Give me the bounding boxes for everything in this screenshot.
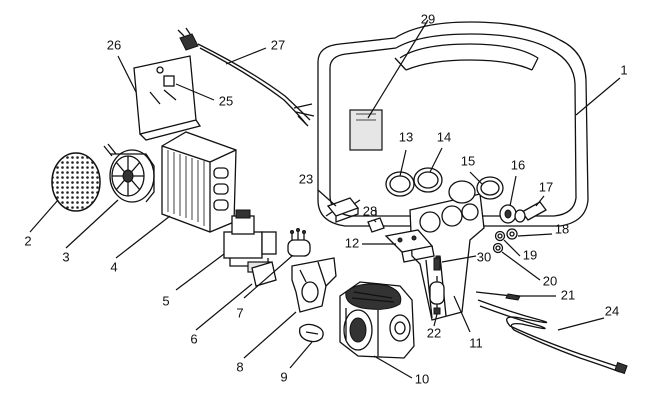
condenser-coil: [161, 131, 237, 233]
switch-plate: [384, 229, 435, 263]
housing-cover: [317, 21, 589, 227]
pressure-switch: [325, 197, 361, 223]
callout-19: 19: [523, 247, 537, 262]
callout-5: 5: [162, 293, 169, 308]
indicator-strip: [433, 257, 441, 271]
callout-labels: 1 2 3 4 5 6 7 8 9 10 11 12 13 14 15 16 1…: [24, 11, 627, 386]
callout-29: 29: [421, 11, 435, 26]
pressure-gauge-low: [385, 171, 415, 197]
pressure-gauge-high: [413, 167, 443, 193]
callout-18: 18: [555, 221, 569, 236]
callout-4: 4: [110, 259, 117, 274]
mounting-clip: [298, 323, 324, 343]
callout-12: 12: [345, 235, 359, 250]
callout-30: 30: [477, 249, 491, 264]
callout-15: 15: [461, 153, 475, 168]
bracket-plate: [133, 55, 202, 141]
leader-lines: [29, 19, 621, 379]
motor-mount-bracket: [291, 257, 337, 313]
callout-17: 17: [539, 179, 553, 194]
bracket-switch: [163, 75, 175, 87]
callout-2: 2: [24, 233, 31, 248]
capacitor: [287, 228, 311, 257]
callout-28: 28: [363, 203, 377, 218]
callout-11: 11: [469, 335, 483, 350]
check-valve: [367, 210, 385, 233]
callout-3: 3: [62, 249, 69, 264]
callout-14: 14: [437, 129, 451, 144]
callout-16: 16: [511, 157, 525, 172]
callout-23: 23: [299, 171, 313, 186]
wire-lead: [475, 291, 521, 301]
callout-25: 25: [219, 93, 233, 108]
gauge-panel: [409, 193, 485, 321]
gauge-lens-pair: [448, 176, 504, 204]
callout-7: 7: [236, 305, 243, 320]
callout-6: 6: [190, 331, 197, 346]
callout-9: 9: [280, 369, 287, 384]
callout-20: 20: [543, 273, 557, 288]
compressor-motor: [339, 281, 415, 359]
fan-grille: [51, 152, 101, 212]
callout-27: 27: [271, 37, 285, 52]
callout-26: 26: [107, 37, 121, 52]
callout-22: 22: [427, 325, 441, 340]
callout-8: 8: [236, 359, 243, 374]
inlet-fitting: [514, 201, 547, 223]
cooling-fan: [103, 143, 155, 203]
callout-1: 1: [620, 62, 627, 77]
filter-drier: [429, 276, 445, 315]
callout-21: 21: [561, 287, 575, 302]
power-cord: [177, 27, 315, 127]
callout-13: 13: [399, 129, 413, 144]
gasket-plate: [251, 261, 277, 287]
callout-24: 24: [605, 303, 619, 318]
charging-hose: [477, 299, 628, 375]
service-valve: [499, 204, 517, 224]
nut-set: [492, 228, 518, 254]
callout-10: 10: [415, 371, 429, 386]
